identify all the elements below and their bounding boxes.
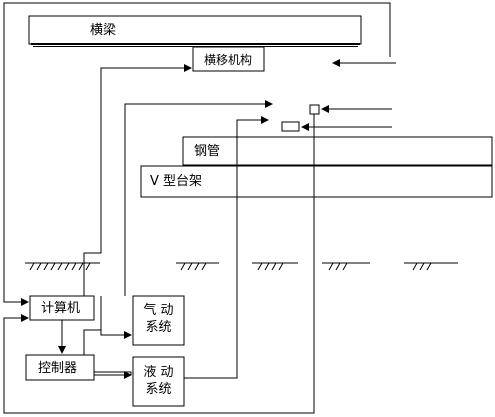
controller-to-pneumatic-line xyxy=(83,329,132,355)
hydraulic-label-line2: 系统 xyxy=(145,382,172,397)
traverse-label: 横移机构 xyxy=(204,53,253,67)
beam-box xyxy=(28,15,362,47)
pipe-label: 钢管 xyxy=(194,144,221,159)
hydraulic-box xyxy=(132,356,185,407)
pneumatic-label-line2: 系统 xyxy=(145,320,172,335)
computer-box xyxy=(29,295,95,321)
vframe-label: V 型台架 xyxy=(150,174,203,189)
feedback-line-sensor xyxy=(3,114,315,414)
hydraulic-label-line1: 液 动 xyxy=(143,365,174,380)
beam-label: 横梁 xyxy=(90,23,117,38)
pneumatic-label: 气 动 系统 xyxy=(133,302,184,336)
hydraulic-output-line xyxy=(184,116,269,379)
feedback-line-top xyxy=(3,2,391,306)
sensor-square xyxy=(309,104,320,115)
hydraulic-label: 液 动 系统 xyxy=(133,364,184,398)
computer-to-traverse-line xyxy=(83,64,192,296)
pipe-box xyxy=(182,136,493,166)
controller-label: 控制器 xyxy=(38,361,78,376)
computer-label: 计算机 xyxy=(41,301,81,316)
vframe-box xyxy=(140,165,493,198)
sensor-small-rect xyxy=(281,121,300,132)
controller-box xyxy=(25,354,95,381)
traverse-box xyxy=(192,46,265,72)
ground-lines xyxy=(25,262,458,271)
pneumatic-box xyxy=(132,295,185,346)
pneumatic-output-line xyxy=(124,100,273,296)
pneumatic-label-line1: 气 动 xyxy=(143,303,174,318)
